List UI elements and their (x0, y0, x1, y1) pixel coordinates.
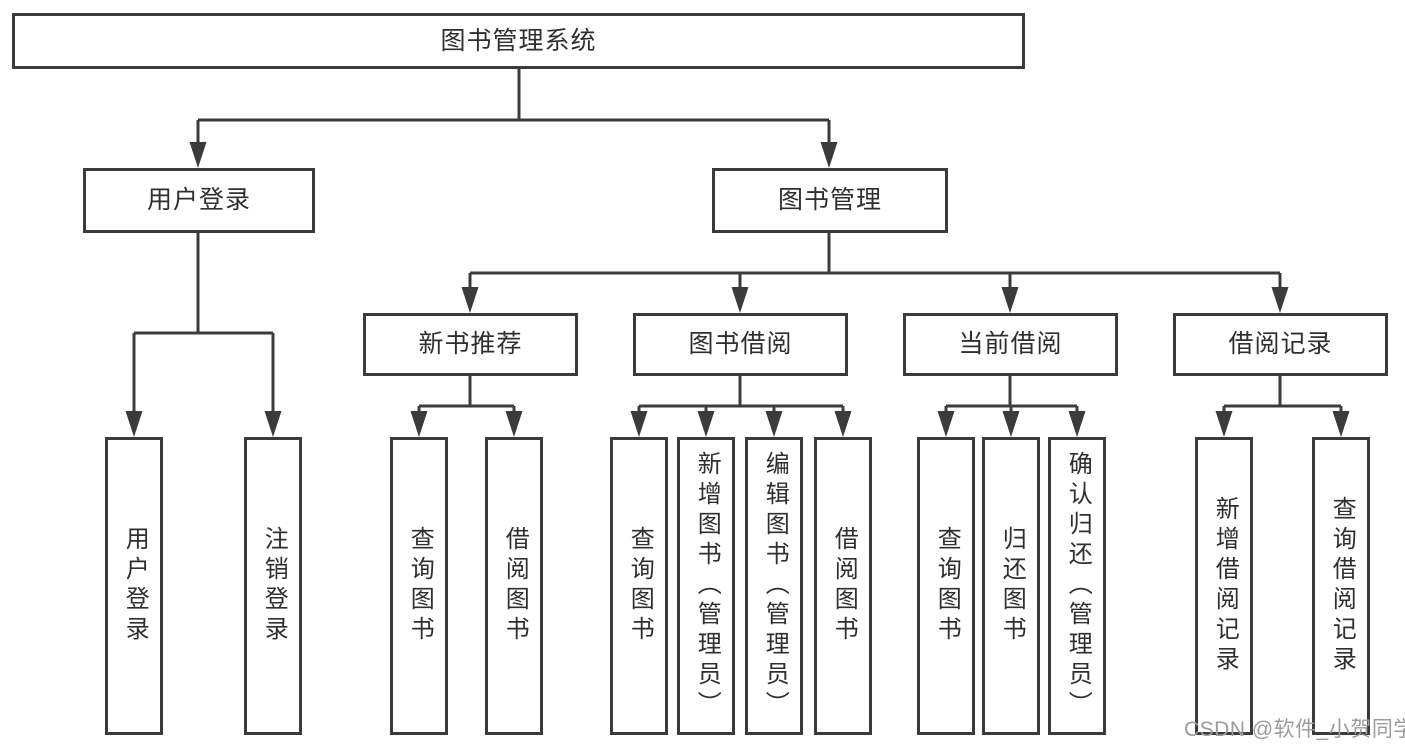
leaf-confirm-return-admin: 确认归还（管理员） (1048, 437, 1106, 735)
node-user-login: 用户登录 (83, 168, 315, 233)
leaf-query-borrow-record: 查询借阅记录 (1312, 437, 1370, 735)
node-borrow-records: 借阅记录 (1173, 313, 1388, 376)
connector-shafts (132, 68, 1343, 415)
leaf-borrow-books: 借阅图书 (814, 437, 872, 735)
leaf-logout: 注销登录 (244, 437, 302, 735)
leaf-edit-books-admin: 编辑图书（管理员） (745, 437, 803, 735)
leaf-add-books-admin: 新增图书（管理员） (677, 437, 735, 735)
node-current-borrowing: 当前借阅 (903, 313, 1118, 376)
leaf-return-books: 归还图书 (982, 437, 1040, 735)
leaf-query-books-current: 查询图书 (917, 437, 975, 735)
leaf-borrow-books-newbook: 借阅图书 (485, 437, 543, 735)
leaf-add-borrow-record: 新增借阅记录 (1195, 437, 1253, 735)
node-book-management: 图书管理 (712, 168, 948, 233)
leaf-query-books-newbook: 查询图书 (390, 437, 448, 735)
arrowheads (125, 142, 1350, 437)
node-library-system: 图书管理系统 (12, 13, 1025, 69)
leaf-user-login: 用户登录 (105, 437, 163, 735)
leaf-query-books-borrow: 查询图书 (610, 437, 668, 735)
node-book-borrowing: 图书借阅 (633, 313, 848, 376)
csdn-watermark: CSDN @软件_小贺同学 (1184, 718, 1405, 741)
node-new-book-recommend: 新书推荐 (363, 313, 578, 376)
